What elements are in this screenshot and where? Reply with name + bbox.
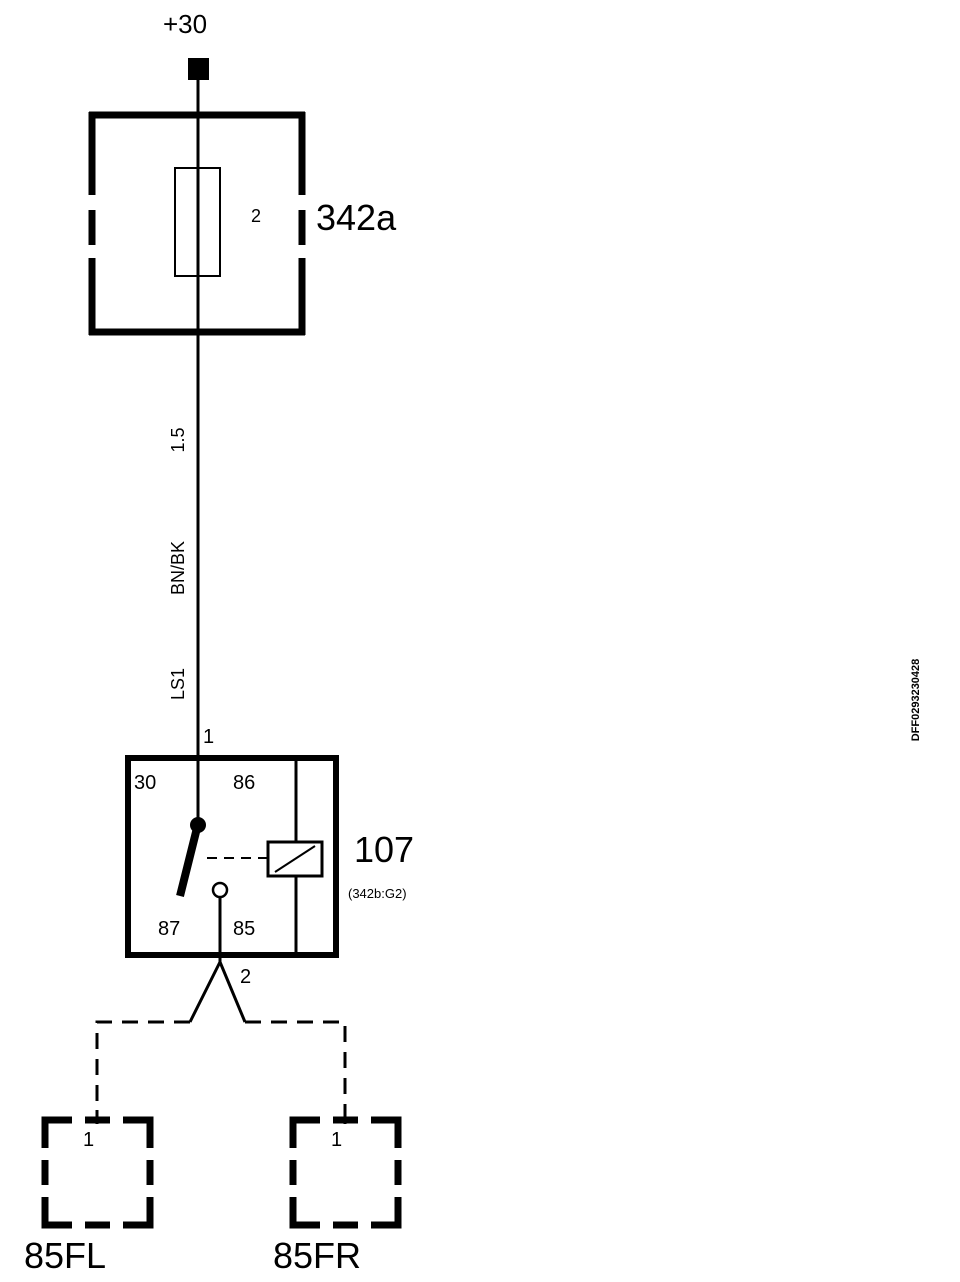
- relay-pin-85: 85: [233, 918, 255, 940]
- contact-87: [211, 881, 229, 899]
- fuse-box-id: 342a: [316, 197, 397, 238]
- supply-label: +30: [163, 9, 207, 39]
- relay-output-pin: 2: [240, 966, 251, 988]
- connector-85fr-label: 85FR: [273, 1235, 361, 1276]
- connector-85fl-label: 85FL: [24, 1235, 106, 1276]
- relay-id: 107: [354, 829, 414, 870]
- branch-right: [245, 1020, 347, 1112]
- connector-85fl-pin: 1: [83, 1129, 94, 1151]
- drawing-code: DFF0293230428: [910, 659, 922, 742]
- wire-circuit: LS1: [168, 668, 188, 700]
- supply-terminal: [188, 58, 209, 80]
- wire-color: BN/BK: [168, 541, 188, 595]
- wire-size: 1.5: [168, 427, 188, 452]
- branch-left: [95, 1020, 190, 1112]
- fuse-number: 2: [251, 206, 261, 226]
- output-split: [188, 961, 247, 1023]
- relay-pin-86: 86: [233, 772, 255, 794]
- relay-pin-30: 30: [134, 772, 156, 794]
- connector-85fr-pin: 1: [331, 1129, 342, 1151]
- connector-85fl: 1: [41, 1116, 154, 1229]
- wire-pin: 1: [203, 726, 214, 748]
- relay-location: (342b:G2): [348, 886, 407, 901]
- relay-pin-87: 87: [158, 918, 180, 940]
- relay: 30 86 87 85: [125, 755, 339, 962]
- fuse-box: 2 342a: [88, 111, 397, 336]
- connector-85fr: 1: [289, 1116, 402, 1229]
- switch-arm: [176, 827, 201, 897]
